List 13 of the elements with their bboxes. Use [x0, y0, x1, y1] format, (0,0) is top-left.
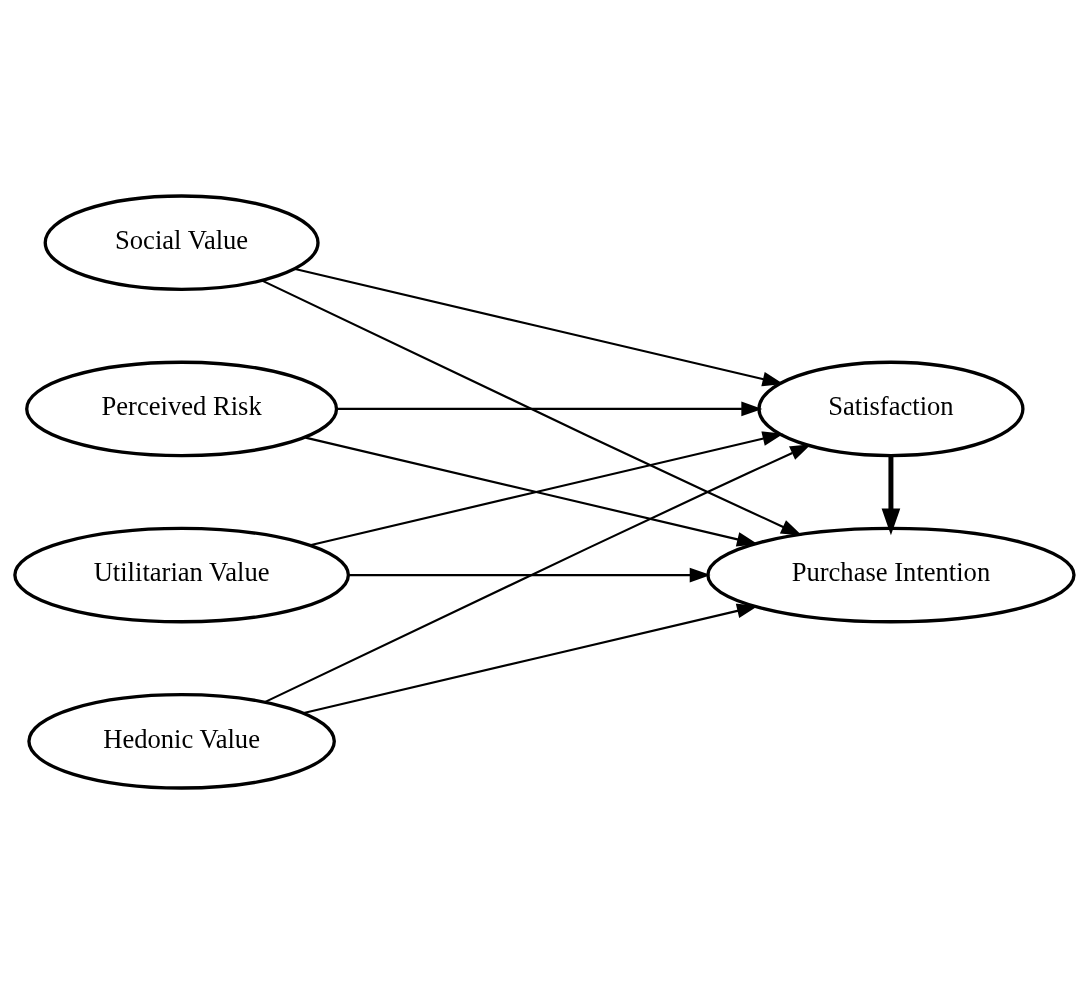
arrow — [264, 443, 812, 703]
node-ellipse: Perceived Risk — [25, 360, 339, 457]
node-ellipse: Utilitarian Value — [13, 526, 351, 623]
arrow — [261, 279, 802, 536]
node-ellipse: Hedonic Value — [27, 692, 336, 790]
arrow — [303, 603, 758, 714]
node-ellipse: Satisfaction — [757, 360, 1025, 457]
node-ellipse: Purchase Intention — [706, 526, 1076, 623]
arrow — [348, 567, 711, 582]
node-ellipse: Social Value — [43, 193, 320, 291]
arrow — [294, 267, 784, 386]
arrow — [881, 455, 901, 535]
arrow — [336, 401, 763, 416]
